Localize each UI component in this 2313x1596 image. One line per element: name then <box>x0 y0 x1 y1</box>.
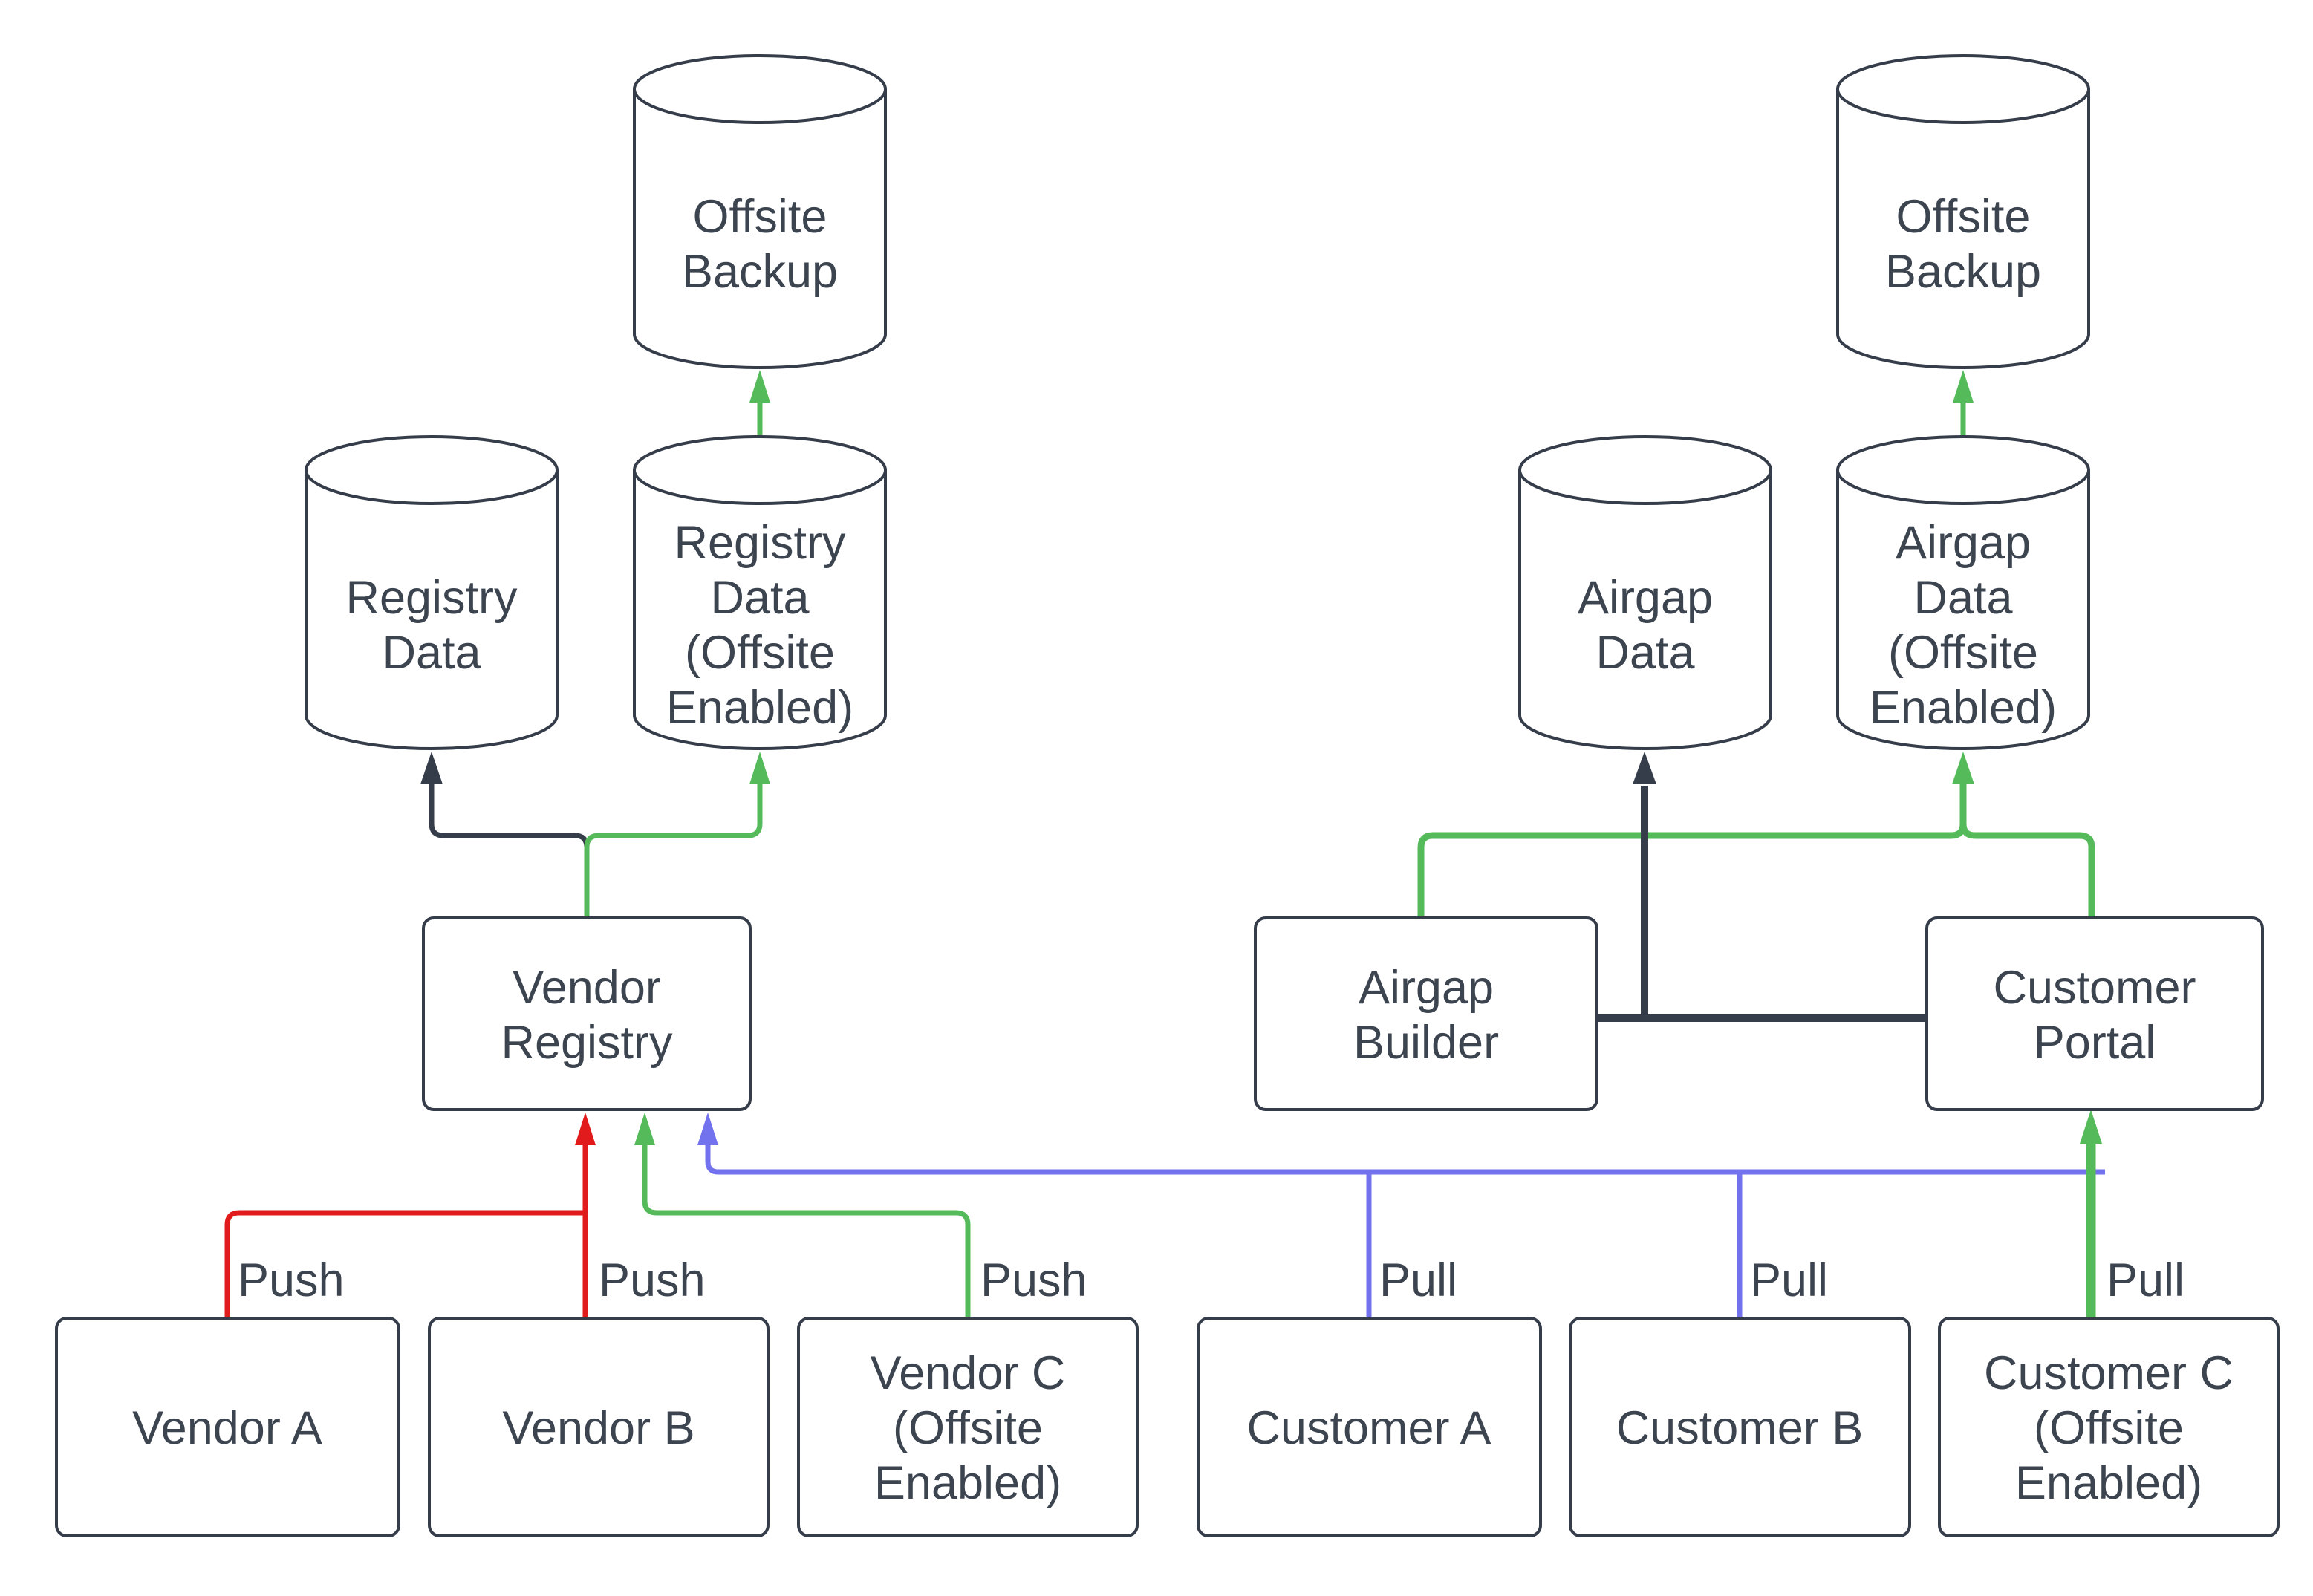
box-outline <box>428 1317 770 1537</box>
box-outline <box>55 1317 400 1537</box>
edge-builder-portal-to-airgap-data-offsite <box>1417 784 2095 918</box>
cylinder-top <box>1518 435 1772 505</box>
cylinder-body <box>1836 470 2090 750</box>
edge-label-pull-customer-b: Pull <box>1750 1254 1828 1306</box>
arrowhead-push-into-vendor-registry <box>575 1113 596 1145</box>
box-label-customer-b: Customer B <box>1616 1402 1864 1454</box>
box-customer-b: Customer B <box>1569 1317 1911 1537</box>
edge-push-vendor-c-line <box>642 1145 971 1318</box>
box-outline <box>1254 916 1598 1111</box>
box-outline <box>1925 916 2264 1111</box>
edge-vendor-registry-to-registry-data-offsite <box>584 784 763 918</box>
arrowhead-into-offsite-backup-right <box>1953 370 1974 403</box>
cylinder-body <box>633 89 887 369</box>
cylinder-top <box>633 54 887 124</box>
arrowhead-pull-into-customer-portal <box>2080 1110 2102 1144</box>
edge-label-push-vendor-c: Push <box>980 1254 1087 1306</box>
arrowhead-push-vendor-c-into-vendor-registry <box>634 1113 655 1145</box>
cylinder-body <box>1836 89 2090 369</box>
edge-builder-portal-to-airgap-data <box>1597 786 1927 1022</box>
arrowhead-into-airgap-data <box>1633 752 1656 784</box>
cylinder-body <box>1518 470 1772 750</box>
arrowhead-into-registry-data-offsite <box>749 752 770 784</box>
edge-pull-customers-line <box>705 1145 2105 1318</box>
edges <box>224 370 2105 1318</box>
box-outline <box>1938 1317 2280 1537</box>
arrowhead-into-offsite-backup-left <box>749 370 770 403</box>
arrowhead-pull-into-vendor-registry <box>697 1113 718 1145</box>
edge-label-push-vendor-a: Push <box>238 1254 345 1306</box>
edge-label-pull-customer-c: Pull <box>2107 1254 2184 1306</box>
arrowhead-into-airgap-data-offsite <box>1952 752 1974 784</box>
edge-push-vendor-a-b-line <box>224 1145 588 1318</box>
cylinder-top <box>1836 54 2090 124</box>
cylinder-top <box>1836 435 2090 505</box>
edge-labels: Push Push Push Pull Pull Pull <box>238 1254 2184 1306</box>
cylinder-top <box>305 435 559 505</box>
box-outline <box>1197 1317 1542 1537</box>
edge-vendor-registry-to-registry-data <box>429 784 590 918</box>
edge-label-push-vendor-b: Push <box>599 1254 706 1306</box>
box-outline <box>797 1317 1139 1537</box>
cylinder-top <box>633 435 887 505</box>
box-vendor-b: Vendor B <box>428 1317 770 1537</box>
edge-label-pull-customer-a: Pull <box>1379 1254 1457 1306</box>
cylinder-body <box>633 470 887 750</box>
box-label-vendor-b: Vendor B <box>502 1402 694 1454</box>
box-vendor-a: Vendor A <box>55 1317 400 1537</box>
box-customer-a: Customer A <box>1197 1317 1542 1537</box>
box-outline <box>1569 1317 1911 1537</box>
box-label-customer-a: Customer A <box>1246 1402 1491 1454</box>
arrowhead-into-registry-data <box>420 752 443 784</box>
cylinder-body <box>305 470 559 750</box>
box-label-vendor-a: Vendor A <box>132 1402 322 1454</box>
box-outline <box>422 916 752 1111</box>
